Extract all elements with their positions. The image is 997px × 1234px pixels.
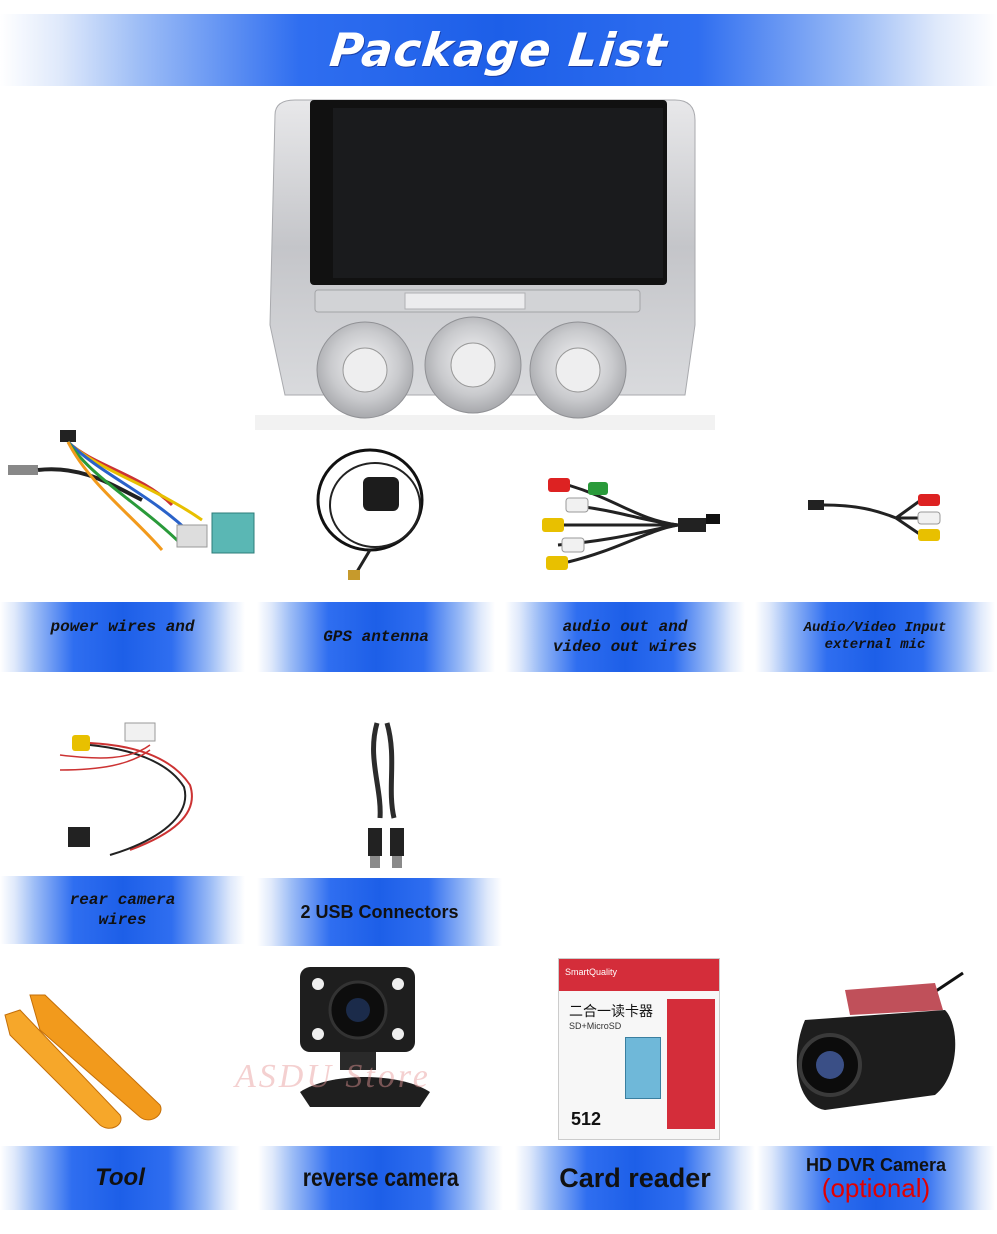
page-title: Package List [327,23,670,77]
dvr-camera-image [796,971,964,1110]
av-input-mic-image [808,494,941,541]
reverse-camera-image [300,967,430,1107]
watermark-text: ASDU Store [235,1058,431,1095]
title-banner: Package List [0,14,997,86]
rear-camera-wires-image [59,722,193,856]
item-label-tool: Tool [95,1164,145,1191]
card-reader-brand: SmartQuality [565,967,618,977]
label-banner-power: power wires and [0,602,245,672]
label-banner-tool: Tool [0,1146,240,1210]
item-label-dvr-camera: HD DVR Camera [805,1155,947,1175]
power-wires-image [8,430,255,554]
item-label-card-reader: Card reader [559,1163,711,1193]
card-reader-sub: SD+MicroSD [569,1021,622,1031]
item-label-reverse-camera: reverse camera [302,1164,459,1192]
label-banner-av-input: Audio/Video Input external mic [755,602,995,672]
label-banner-usb: 2 USB Connectors [257,878,502,946]
label-banner-dvr: HD DVR Camera (optional) [757,1146,995,1210]
item-label-power-wires: power wires and [50,618,195,636]
tool-image [4,994,162,1129]
label-banner-rear-camera: rear camera wires [0,876,245,944]
av-out-wires-image [542,478,720,570]
card-reader-image: SmartQuality 二合一读卡器 SD+MicroSD 512 [558,958,720,1140]
label-banner-av-out: audio out and video out wires [505,602,745,672]
label-banner-gps: GPS antenna [257,602,495,672]
item-label-usb-connectors: 2 USB Connectors [300,902,459,922]
label-banner-reverse-camera: reverse camera [258,1146,503,1210]
item-label-av-out: audio out and video out wires [552,618,698,656]
label-banner-card-reader: Card reader [515,1146,755,1210]
card-reader-capacity: 512 [571,1109,602,1129]
gps-antenna-image [316,448,424,580]
item-note-optional: (optional) [821,1173,931,1203]
card-reader-chinese: 二合一读卡器 [569,1004,653,1020]
usb-connectors-image [368,722,404,868]
item-label-av-input: Audio/Video Input external mic [803,620,947,653]
item-label-rear-camera-wires: rear camera wires [69,891,176,929]
head-unit-image [255,99,715,430]
item-label-gps-antenna: GPS antenna [323,628,429,646]
